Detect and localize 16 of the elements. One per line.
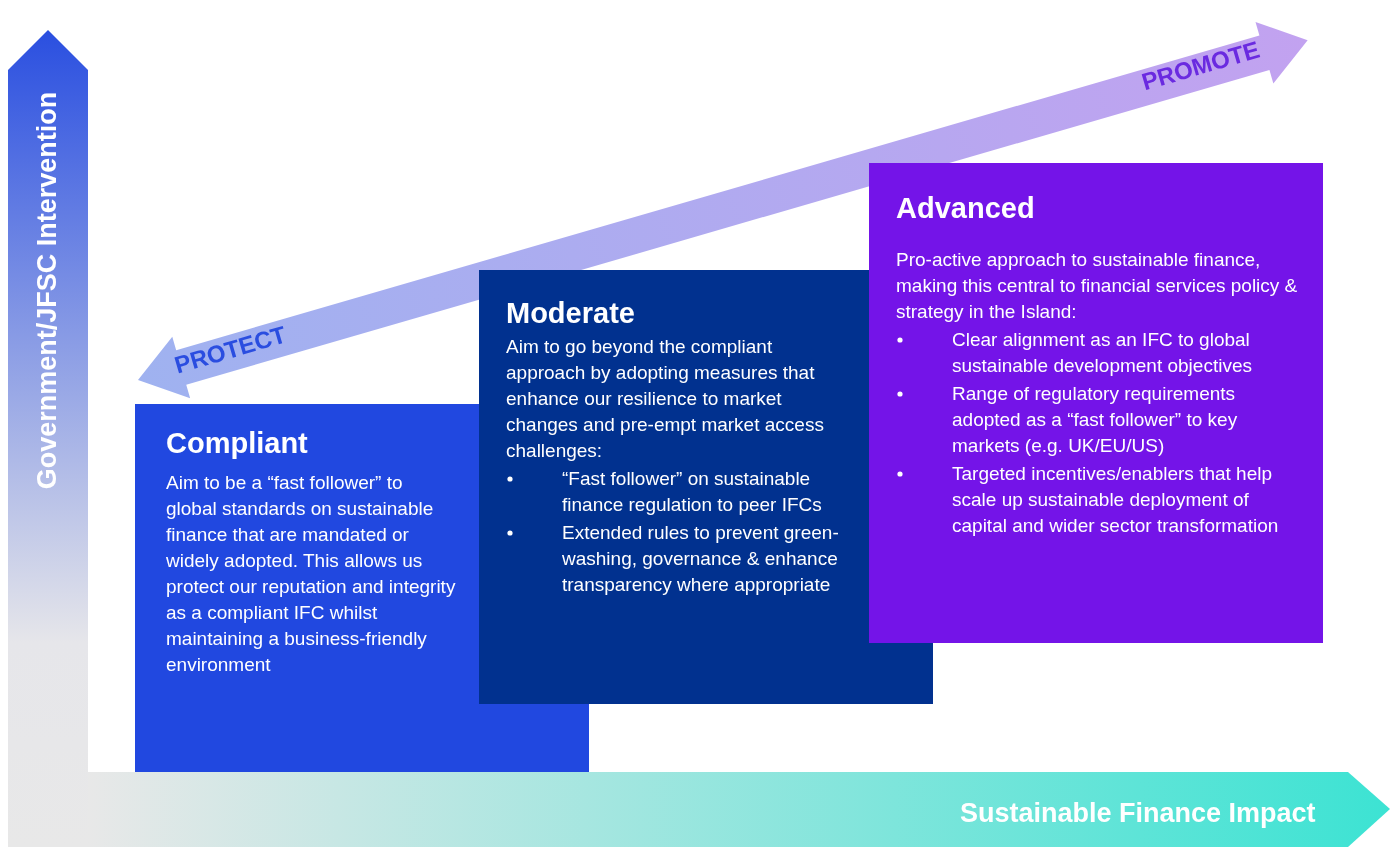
bullet-text: Clear alignment as an IFC to global sustainable development objectives xyxy=(952,328,1253,378)
card-heading: Advanced xyxy=(896,191,1036,225)
bullet-text: “Fast follower” on sustainable finance regulation to peer IFCs xyxy=(562,467,823,517)
stage-card xyxy=(135,404,479,772)
card-text: Aim to be a “fast follower” to global standards on sustainable finance that are mandated or widely adopted. This allows us protect our reputation and integrity as a compliant IFC whilst maintaining a business-friendly environment xyxy=(166,471,456,677)
axis-label: Sustainable Finance Impact xyxy=(960,797,1316,829)
stage-card xyxy=(479,270,869,704)
bullet-text: Range of regulatory requirements adopted as a “fast follower” to key markets (e.g. UK/EU/US) xyxy=(952,382,1239,458)
bullet-text: Extended rules to prevent green-washing, governance & enhance transparency where appropriate xyxy=(562,521,840,597)
axis-label: Government/JFSC Intervention xyxy=(32,91,64,489)
card-text: Pro-active approach to sustainable finance, making this central to financial services policy & strategy in the Island: xyxy=(896,248,1299,324)
bullet-text: Targeted incentives/enablers that help scale up sustainable deployment of capital and wider sector transformation xyxy=(952,462,1280,538)
card-heading: Compliant xyxy=(166,426,309,460)
stage-card xyxy=(869,163,1323,643)
card-heading: Moderate xyxy=(506,296,636,330)
card-text: Aim to go beyond the compliant approach by adopting measures that enhance our resilience to market changes and pre-empt market access challenges: xyxy=(506,335,825,463)
